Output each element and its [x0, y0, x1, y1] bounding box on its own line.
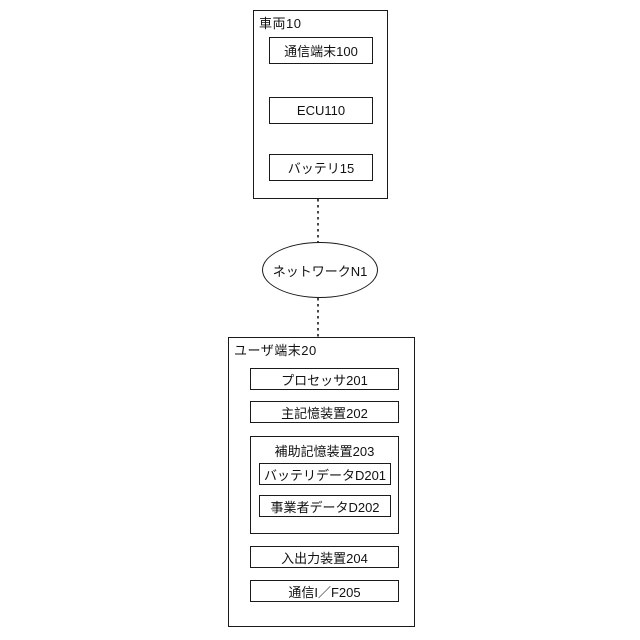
- network-ellipse: ネットワークN1: [262, 242, 378, 298]
- user-terminal-label: ユーザ端末20: [234, 343, 317, 358]
- auxiliary-storage-label: 補助記憶装置203: [274, 444, 375, 459]
- node-operator-data: 事業者データD202: [259, 495, 391, 517]
- node-communication-terminal: 通信端末100: [269, 37, 373, 64]
- node-battery-data: バッテリデータD201: [259, 463, 391, 485]
- user-terminal-box: ユーザ端末20 プロセッサ201 主記憶装置202 補助記憶装置203 バッテリ…: [228, 337, 415, 627]
- node-communication-interface: 通信I／F205: [250, 580, 399, 602]
- vehicle-label: 車両10: [259, 16, 302, 31]
- node-ecu: ECU110: [269, 97, 373, 124]
- node-io-device: 入出力装置204: [250, 546, 399, 568]
- network-label: ネットワークN1: [272, 263, 368, 279]
- node-processor: プロセッサ201: [250, 368, 399, 390]
- auxiliary-storage-box: 補助記憶装置203 バッテリデータD201 事業者データD202: [250, 436, 399, 534]
- node-battery: バッテリ15: [269, 154, 373, 181]
- vehicle-box: 車両10 通信端末100 ECU110 バッテリ15: [253, 10, 388, 199]
- node-main-memory: 主記憶装置202: [250, 401, 399, 423]
